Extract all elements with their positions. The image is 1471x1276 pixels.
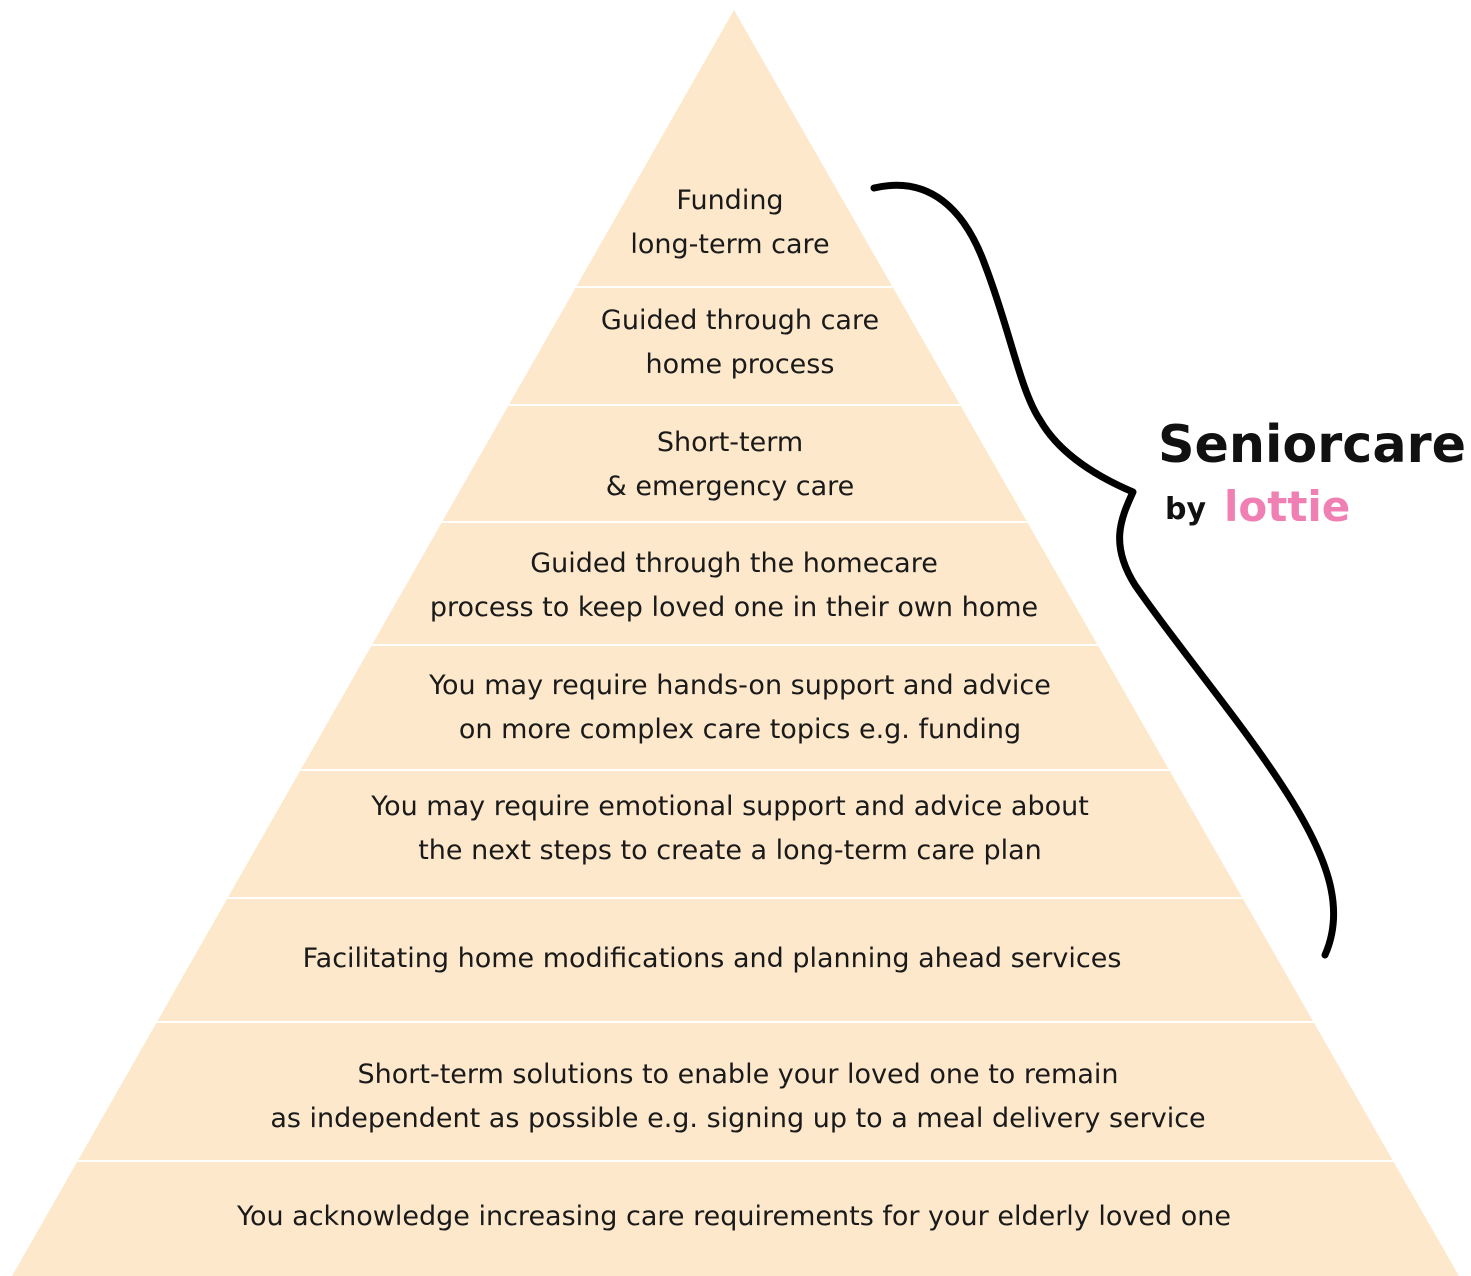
tier-label-line: & emergency care — [606, 471, 855, 502]
pyramid-tier-5: You may require hands-on support and adv… — [428, 670, 1051, 745]
tier-label-line: You may require hands-on support and adv… — [428, 670, 1051, 701]
tier-label-line: on more complex care topics e.g. funding — [459, 714, 1021, 745]
pyramid-tier-1: Funding long-term care — [630, 185, 829, 260]
brand-sub: lottie — [1224, 482, 1350, 531]
tier-label-line: Guided through the homecare — [530, 548, 938, 579]
tier-label-line: Guided through care — [601, 305, 879, 336]
tier-label-line: Facilitating home modifications and plan… — [303, 943, 1122, 974]
tier-label-line: You may require emotional support and ad… — [370, 791, 1089, 822]
pyramid-tier-8: Short-term solutions to enable your love… — [270, 1059, 1205, 1134]
tier-label-line: long-term care — [630, 229, 829, 260]
bracket-curve — [870, 181, 1338, 959]
seniorcare-logo: Seniorcare by lottie — [1158, 415, 1466, 531]
pyramid-tier-7: Facilitating home modifications and plan… — [303, 943, 1122, 974]
tier-label-line: the next steps to create a long-term car… — [418, 835, 1042, 866]
pyramid-tier-4: Guided through the homecare process to ke… — [430, 548, 1038, 623]
tier-label-line: Short-term — [657, 427, 803, 458]
pyramid-tier-3: Short-term & emergency care — [606, 427, 855, 502]
pyramid-shape — [12, 10, 1459, 1276]
tier-label-line: Short-term solutions to enable your love… — [358, 1059, 1119, 1090]
tier-label-line: as independent as possible e.g. signing … — [270, 1103, 1205, 1134]
pyramid-tier-9: You acknowledge increasing care requirem… — [236, 1201, 1231, 1232]
pyramid-tier-6: You may require emotional support and ad… — [370, 791, 1089, 866]
tier-label-line: You acknowledge increasing care requirem… — [236, 1201, 1231, 1232]
tier-label-line: home process — [646, 349, 835, 380]
brand-by: by — [1165, 492, 1206, 527]
tier-dividers — [77, 286, 1394, 1162]
brand-name: Seniorcare — [1158, 415, 1466, 475]
pyramid-tier-2: Guided through care home process — [601, 305, 879, 380]
tier-label-line: process to keep loved one in their own h… — [430, 592, 1038, 623]
tier-label-line: Funding — [676, 185, 783, 216]
